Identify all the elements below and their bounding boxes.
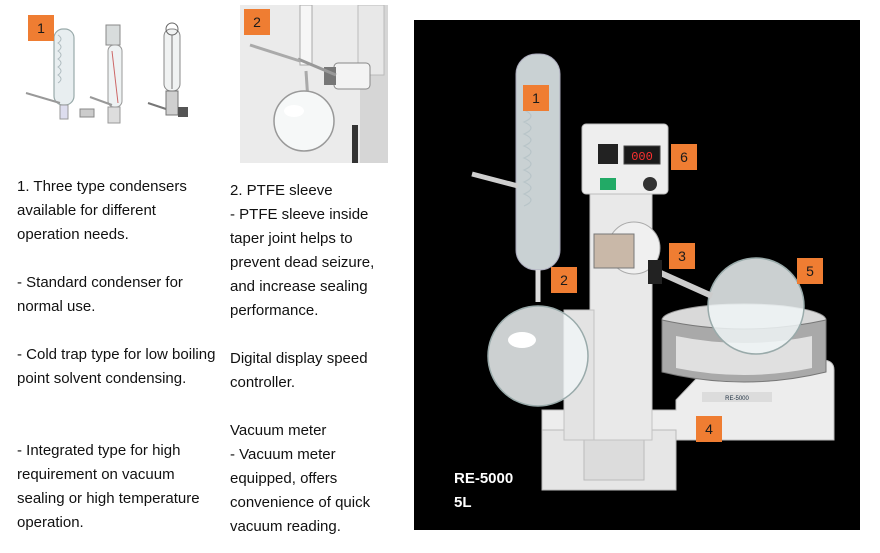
callout-badge: 4	[696, 416, 722, 442]
model-volume: 5L	[454, 494, 472, 511]
label-plate: RE-5000	[725, 396, 749, 402]
ptfe-sleeve-photo: 2	[240, 5, 388, 163]
callout-badge: 3	[669, 243, 695, 269]
callout-badge: 1	[523, 85, 549, 111]
speed-controller-text: Digital display speed controller.	[230, 350, 368, 391]
callout-badge: 1	[28, 15, 54, 41]
ptfe-heading: 2. PTFE sleeve	[230, 182, 333, 199]
standard-condenser-text: - Standard condenser for normal use.	[17, 274, 183, 315]
condenser-heading: 1. Three type condensers available for d…	[17, 178, 187, 243]
callout-badge: 2	[244, 9, 270, 35]
condensers-photo: 1	[20, 5, 206, 143]
model-name: RE-5000	[454, 470, 514, 487]
integrated-type-text: - Integrated type for high requirement o…	[17, 442, 200, 531]
rotary-evaporator-photo: 000 RE-5000 1 2 3 4 5 6 RE-5000 5L	[414, 20, 860, 530]
cold-trap-text: - Cold trap type for low boiling point s…	[17, 346, 216, 387]
callout-badge: 6	[671, 144, 697, 170]
vacuum-meter-description: - Vacuum meter equipped, offers convenie…	[230, 446, 371, 535]
ptfe-description: - PTFE sleeve inside taper joint helps t…	[230, 206, 375, 319]
vacuum-meter-heading: Vacuum meter	[230, 422, 327, 439]
callout-badge: 2	[551, 267, 577, 293]
speed-display: 000	[631, 150, 653, 164]
callout-badge: 5	[797, 258, 823, 284]
